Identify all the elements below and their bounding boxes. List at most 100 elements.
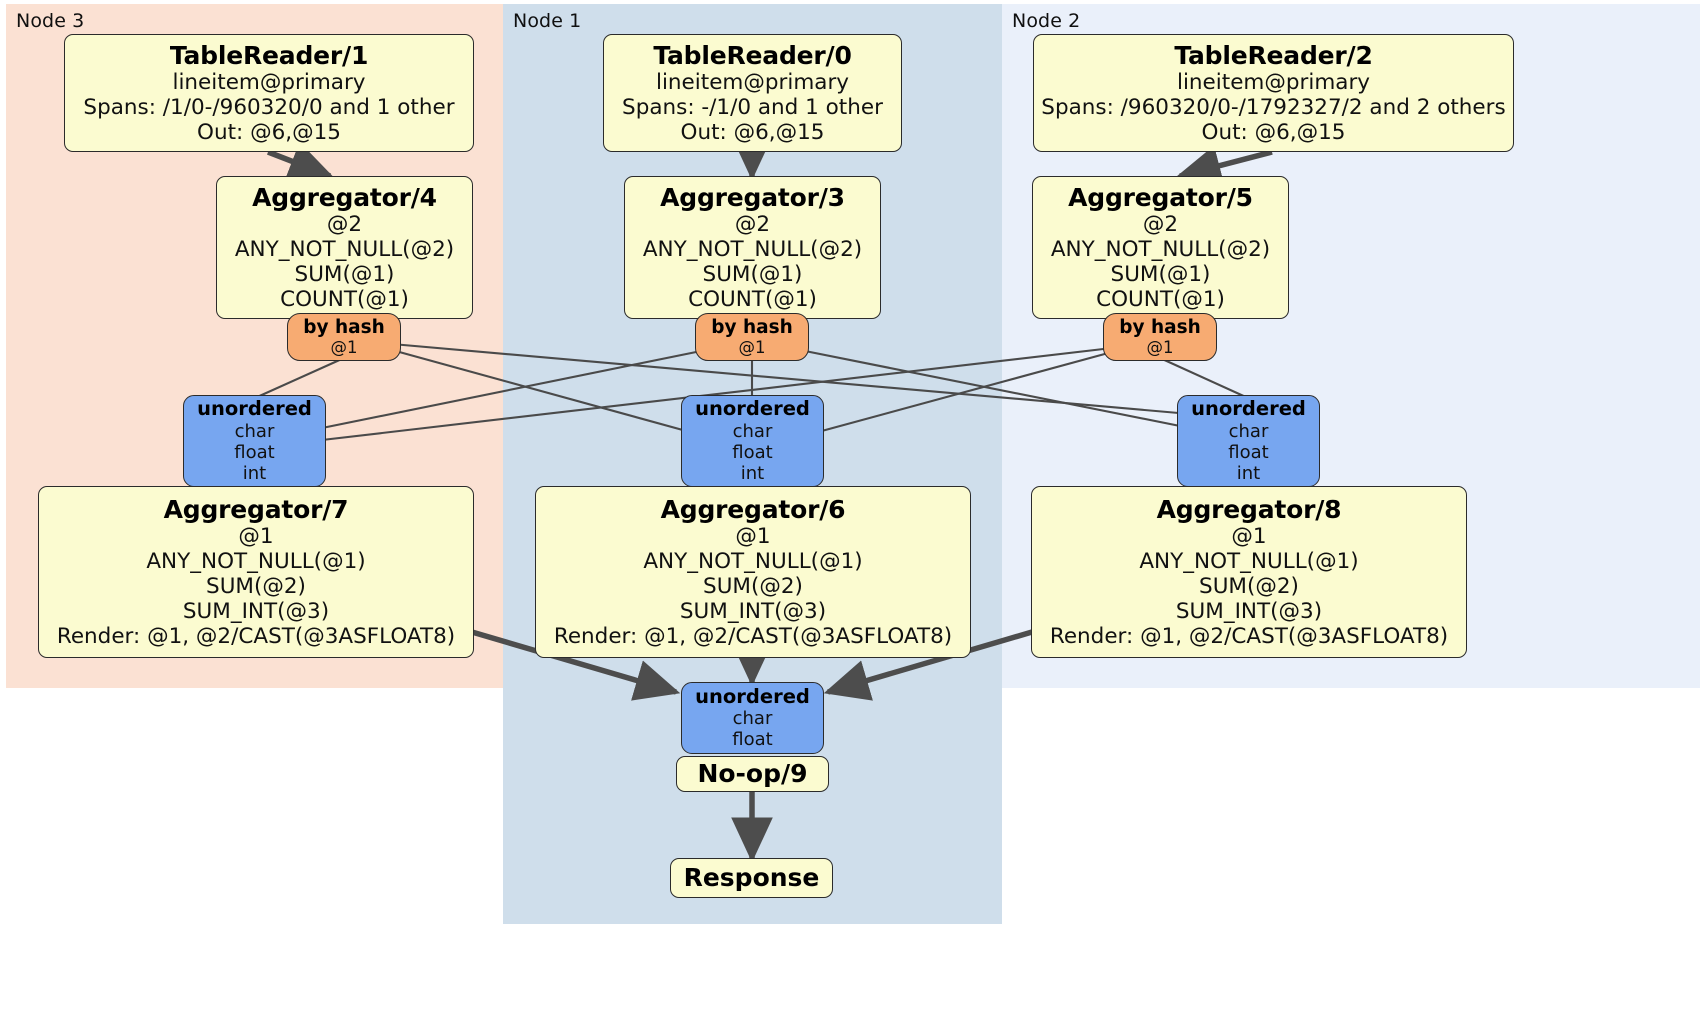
edge-hash1-u2 xyxy=(799,348,1191,430)
aggregator-5-group: @2 xyxy=(1142,211,1179,237)
node-panel-label-node2: Node 2 xyxy=(1012,10,1081,32)
edge-hash3-u3 xyxy=(254,357,345,399)
tablereader-1-spans: Spans: /1/0-/960320/0 and 1 other xyxy=(83,95,455,121)
processor-noop-9[interactable]: No-op/9 xyxy=(676,756,829,792)
aggregator-8-title: Aggregator/8 xyxy=(1156,494,1342,524)
stream-node3-title: unordered xyxy=(197,397,312,421)
aggregator-4-group: @2 xyxy=(326,211,363,237)
aggregator-7-func3: SUM_INT(@3) xyxy=(182,599,330,625)
aggregator-5-func1: ANY_NOT_NULL(@2) xyxy=(1050,236,1271,262)
tablereader-1-table: lineitem@primary xyxy=(172,69,366,95)
router-node3-title: by hash xyxy=(303,316,385,338)
noop-9-title: No-op/9 xyxy=(697,759,808,789)
stream-node2-type2: float xyxy=(1228,441,1269,463)
edge-hash2-u1 xyxy=(817,350,1113,434)
aggregator-6-render: Render: @1, @2/CAST(@3ASFLOAT8) xyxy=(553,624,953,650)
aggregator-5-func3: COUNT(@1) xyxy=(1096,287,1225,313)
aggregator-3-func2: SUM(@1) xyxy=(702,262,803,288)
aggregator-6-group: @1 xyxy=(735,523,771,549)
tablereader-2-title: TableReader/2 xyxy=(1174,40,1373,70)
stream-node1-type2: float xyxy=(732,441,773,463)
aggregator-8-func1: ANY_NOT_NULL(@1) xyxy=(1139,548,1359,574)
router-by-hash-node2[interactable]: by hash @1 xyxy=(1103,313,1217,361)
processor-aggregator-8[interactable]: Aggregator/8 @1 ANY_NOT_NULL(@1) SUM(@2)… xyxy=(1031,486,1467,658)
router-node1-title: by hash xyxy=(711,316,793,338)
stream-node1-type1: char xyxy=(732,420,773,442)
processor-tablereader-0[interactable]: TableReader/0 lineitem@primary Spans: -/… xyxy=(603,34,902,152)
stream-final-type2: float xyxy=(732,729,773,751)
router-node2-key: @1 xyxy=(1146,338,1174,358)
processor-response[interactable]: Response xyxy=(670,858,833,898)
aggregator-7-func2: SUM(@2) xyxy=(206,574,306,600)
tablereader-0-title: TableReader/0 xyxy=(653,40,852,70)
aggregator-8-func2: SUM(@2) xyxy=(1199,574,1299,600)
node-panel-label-node1: Node 1 xyxy=(513,10,582,32)
stream-final-title: unordered xyxy=(695,684,810,708)
edge-hash2-u2 xyxy=(1159,357,1249,399)
aggregator-4-title: Aggregator/4 xyxy=(252,182,437,212)
stream-node1-type3: int xyxy=(740,462,765,484)
aggregator-3-title: Aggregator/3 xyxy=(660,182,845,212)
aggregator-7-func1: ANY_NOT_NULL(@1) xyxy=(146,548,366,574)
stream-node2-type1: char xyxy=(1228,420,1269,442)
router-node2-title: by hash xyxy=(1119,316,1201,338)
tablereader-0-spans: Spans: -/1/0 and 1 other xyxy=(622,95,883,121)
stream-unordered-node3[interactable]: unordered char float int xyxy=(183,395,326,487)
edge-hash2-u3 xyxy=(321,346,1113,442)
router-by-hash-node3[interactable]: by hash @1 xyxy=(287,313,401,361)
aggregator-6-title: Aggregator/6 xyxy=(660,494,846,524)
tablereader-0-table: lineitem@primary xyxy=(655,69,850,95)
aggregator-3-func3: COUNT(@1) xyxy=(688,287,817,313)
edge-tr2-agg5 xyxy=(1175,145,1273,186)
aggregator-6-func2: SUM(@2) xyxy=(703,574,803,600)
tablereader-2-table: lineitem@primary xyxy=(1176,69,1371,95)
aggregator-6-func1: ANY_NOT_NULL(@1) xyxy=(643,548,863,574)
aggregator-8-group: @1 xyxy=(1231,523,1267,549)
router-node1-key: @1 xyxy=(738,338,766,358)
aggregator-7-group: @1 xyxy=(238,523,274,549)
stream-unordered-node2[interactable]: unordered char float int xyxy=(1177,395,1320,487)
processor-aggregator-4[interactable]: Aggregator/4 @2 ANY_NOT_NULL(@2) SUM(@1)… xyxy=(216,176,473,319)
tablereader-1-out: Out: @6,@15 xyxy=(197,120,341,146)
aggregator-5-title: Aggregator/5 xyxy=(1068,182,1253,212)
stream-node3-type2: float xyxy=(234,441,275,463)
tablereader-2-out: Out: @6,@15 xyxy=(1201,120,1346,146)
processor-tablereader-1[interactable]: TableReader/1 lineitem@primary Spans: /1… xyxy=(64,34,474,152)
edge-hash3-u1 xyxy=(391,348,691,434)
aggregator-8-func3: SUM_INT(@3) xyxy=(1175,599,1323,625)
stream-node2-title: unordered xyxy=(1191,397,1306,421)
stream-unordered-final[interactable]: unordered char float xyxy=(681,682,824,754)
node-panel-label-node3: Node 3 xyxy=(16,10,85,32)
stream-node3-type3: int xyxy=(242,462,267,484)
edge-agg7-final xyxy=(471,629,681,701)
edge-agg8-final xyxy=(823,629,1033,701)
aggregator-7-render: Render: @1, @2/CAST(@3ASFLOAT8) xyxy=(56,624,456,650)
stream-node2-type3: int xyxy=(1236,462,1261,484)
processor-tablereader-2[interactable]: TableReader/2 lineitem@primary Spans: /9… xyxy=(1033,34,1514,152)
aggregator-3-func1: ANY_NOT_NULL(@2) xyxy=(642,236,863,262)
stream-node3-type1: char xyxy=(234,420,275,442)
aggregator-4-func1: ANY_NOT_NULL(@2) xyxy=(234,236,455,262)
processor-aggregator-6[interactable]: Aggregator/6 @1 ANY_NOT_NULL(@1) SUM(@2)… xyxy=(535,486,971,658)
stream-unordered-node1[interactable]: unordered char float int xyxy=(681,395,824,487)
response-title: Response xyxy=(683,863,820,893)
stream-node1-title: unordered xyxy=(695,397,810,421)
processor-aggregator-5[interactable]: Aggregator/5 @2 ANY_NOT_NULL(@2) SUM(@1)… xyxy=(1032,176,1289,319)
aggregator-6-func3: SUM_INT(@3) xyxy=(679,599,827,625)
aggregator-5-func2: SUM(@1) xyxy=(1110,262,1211,288)
router-node3-key: @1 xyxy=(330,338,358,358)
aggregator-4-func2: SUM(@1) xyxy=(294,262,395,288)
router-by-hash-node1[interactable]: by hash @1 xyxy=(695,313,809,361)
processor-aggregator-7[interactable]: Aggregator/7 @1 ANY_NOT_NULL(@1) SUM(@2)… xyxy=(38,486,474,658)
tablereader-1-title: TableReader/1 xyxy=(169,40,369,70)
edge-hash1-u3 xyxy=(321,348,707,430)
stream-final-type1: char xyxy=(732,708,773,730)
tablereader-0-out: Out: @6,@15 xyxy=(680,120,825,146)
edge-tr1-agg4 xyxy=(267,141,335,181)
processor-aggregator-3[interactable]: Aggregator/3 @2 ANY_NOT_NULL(@2) SUM(@1)… xyxy=(624,176,881,319)
aggregator-8-render: Render: @1, @2/CAST(@3ASFLOAT8) xyxy=(1049,624,1449,650)
aggregator-3-group: @2 xyxy=(734,211,771,237)
aggregator-4-func3: COUNT(@1) xyxy=(280,287,409,313)
